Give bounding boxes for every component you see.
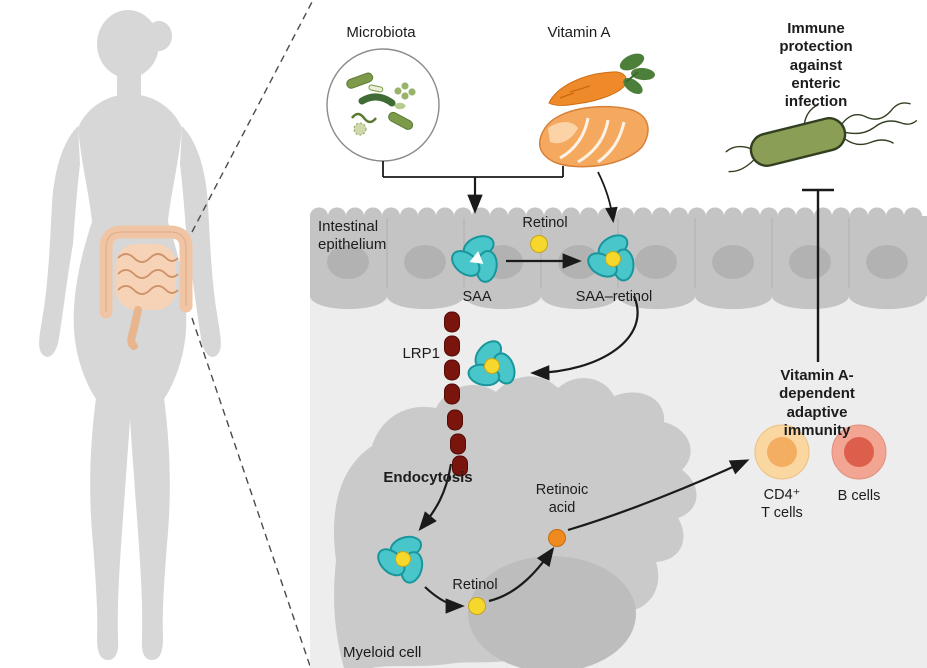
myeloid-cell-nucleus [468,556,636,668]
curved-microbe-icon [358,93,396,107]
retinol-molecule-free [530,235,548,253]
intestine-coil-line [117,285,179,295]
callout-line-top [191,1,313,233]
saa-retinol-lrp1-complex [454,331,520,398]
flagella [725,102,918,173]
left-arm-shape [39,126,80,357]
inhibition-line [802,188,834,362]
saa-label: SAA [462,289,492,305]
magnification-callout-lines [191,1,313,667]
head-shape [97,10,159,78]
saa-protein [444,225,503,286]
lrp1-receptor [444,311,468,477]
epithelium-basal-scallops [310,288,927,310]
vitamin-a-dependent-immunity-label: Vitamin A-dependent adaptive immunity [779,367,855,439]
saa-retinol-label: SAA–retinol [575,289,653,305]
retinoic-acid-molecule [548,529,566,547]
lrp1-label: LRP1 [402,345,440,362]
myeloid-cell-label: Myeloid cell [343,644,422,661]
right-arm-shape [180,126,221,357]
microbiota-circle [326,48,440,162]
b-cell [831,424,887,480]
cocci-cluster-icon [394,82,416,100]
b-cells-label: B cells [837,488,881,504]
intestine-coil-line [117,253,179,263]
cd4-t-cell-nucleus [767,437,797,467]
input-bracket [382,161,564,178]
salmon-icon [538,105,649,168]
arrow-vitamin-a-to-saa-retinol [597,171,618,224]
intestine-highlight [99,225,193,350]
saa-retinol-endosome-complex [368,523,431,587]
arrow-complex-to-retinol [424,586,465,614]
pale-rod-icon [368,84,384,93]
right-leg-shape [129,398,170,660]
retinol-inner-label: Retinol [452,577,498,593]
intestinal-epithelium-label: Intestinal epithelium [318,218,387,254]
microbiota-label: Microbiota [346,24,416,41]
cd4-t-cells-label: CD4⁺ T cells [761,487,803,521]
cd4-t-cell [754,424,810,480]
vitamin-a-label: Vitamin A [547,24,611,41]
saa-retinol-complex [583,229,635,283]
bacterium-body [749,117,847,167]
left-leg-shape [90,398,131,660]
arrow-saa-retinol-to-lrp1 [530,295,639,381]
retinol-molecule [395,551,411,567]
bacterium-rod-icon [346,72,374,89]
spiral-microbe-icon [351,112,377,124]
retinoic-acid-label: Retinoic acid [535,482,589,516]
rectum-shape [127,306,142,350]
retinol-molecule [605,251,621,267]
bacterium-rod-icon [388,111,414,130]
callout-line-bottom [191,317,311,667]
arrow-retinoic-acid-to-t-cell [567,459,750,532]
endocytosis-label: Endocytosis [383,469,473,486]
colon-outline [105,231,187,312]
arrow-endocytosis [418,463,453,531]
retinol-molecule [484,358,500,374]
carrot-icon [548,53,655,106]
b-cell-nucleus [844,437,874,467]
enteric-pathogen-bacterium [725,102,918,173]
hair-bun-shape [146,21,172,51]
arrow-retinol-to-retinoic-acid [488,546,555,603]
retinol-molecule-cytoplasm [468,597,486,615]
neck-shape [117,68,141,96]
burr-microbe-icon [353,122,367,136]
myeloid-cell [333,376,697,668]
small-microbe-icon [394,102,406,110]
immune-protection-label: Immune protection against enteric infect… [779,20,853,111]
saa-empty-pocket [469,251,484,264]
intestine-coil-line [117,269,179,279]
retinol-top-label: Retinol [522,215,568,231]
